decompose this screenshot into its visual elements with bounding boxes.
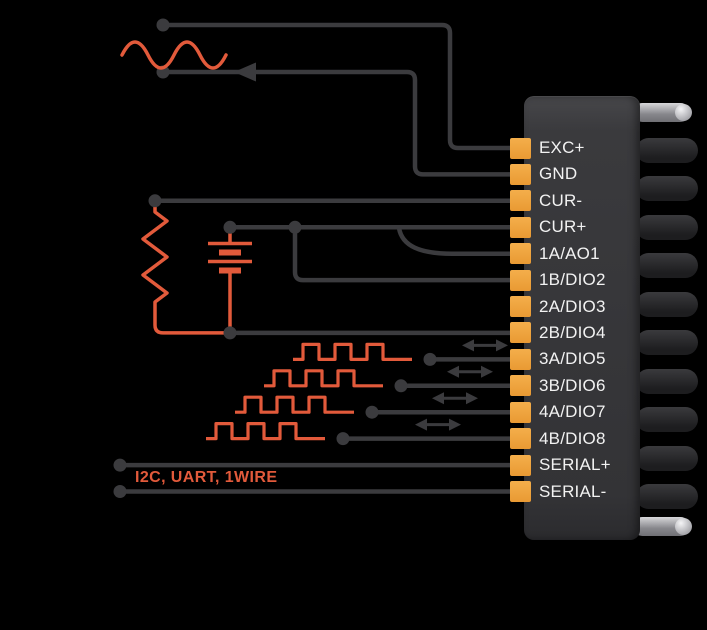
battery-icon — [208, 227, 252, 333]
serial-lines — [113, 458, 522, 498]
connector-pin — [636, 176, 698, 201]
arrow-left-icon — [234, 62, 256, 82]
pin-pad — [510, 190, 531, 212]
pin-label-cur-minus: CUR- — [539, 190, 583, 210]
mounting-pin-bottom — [633, 517, 692, 536]
junction-dot — [148, 194, 162, 208]
pin-label-1a-ao1: 1A/AO1 — [539, 243, 600, 263]
pin-pad — [510, 401, 531, 423]
pin-pad — [510, 296, 531, 317]
current-loop-circuit — [141, 194, 522, 340]
pin-pad — [510, 243, 531, 265]
excitation-circuit — [120, 18, 522, 177]
wire-ao1 — [396, 227, 522, 256]
junction-dot — [394, 379, 408, 393]
sine-wave-icon — [120, 40, 228, 70]
square-wave-icon — [235, 395, 354, 414]
pin-pad — [510, 322, 531, 344]
square-wave-icon — [293, 342, 412, 361]
connector-pin — [636, 137, 698, 163]
pin-label-serial-plus: SERIAL+ — [539, 455, 611, 475]
pin-label-2a-dio3: 2A/DIO3 — [539, 296, 606, 316]
pwm-signals — [206, 339, 522, 446]
connector-pin — [636, 368, 698, 394]
pin-label-exc-plus: EXC+ — [539, 138, 585, 157]
pin-label-serial-minus: SERIAL- — [539, 481, 607, 501]
junction-dot — [223, 326, 237, 340]
pin-pad — [510, 375, 531, 397]
pin-pad — [510, 481, 531, 502]
terminal-dot — [156, 18, 170, 32]
connector-pin — [636, 291, 698, 317]
double-arrow-icon — [415, 418, 461, 431]
resistor-icon — [141, 200, 230, 335]
pin-pad — [510, 137, 531, 159]
pin-label-cur-plus: CUR+ — [539, 217, 587, 237]
pin-pad — [510, 428, 531, 450]
pin-pad — [510, 454, 531, 476]
connector-pin — [636, 407, 698, 432]
wire-exc-plus — [163, 22, 522, 151]
terminal-dot — [113, 485, 127, 498]
connector-pin — [636, 253, 698, 278]
pin-label-4a-dio7: 4A/DIO7 — [539, 402, 606, 422]
serial-protocols-label: I2C, UART, 1WIRE — [135, 469, 278, 486]
double-arrow-icon — [462, 339, 508, 352]
pin-pad — [510, 348, 531, 370]
pin-label-gnd: GND — [539, 164, 578, 184]
junction-dot — [223, 220, 237, 234]
connector-body — [524, 96, 640, 540]
junction-dot — [336, 432, 350, 446]
junction-dot — [423, 352, 437, 366]
pin-label-3b-dio6: 3B/DIO6 — [539, 375, 606, 395]
pin-label-1b-dio2: 1B/DIO2 — [539, 270, 606, 290]
junction-dot — [288, 220, 302, 234]
double-arrow-icon — [447, 365, 493, 378]
pin-label-2b-dio4: 2B/DIO4 — [539, 322, 606, 342]
connector-pin — [636, 445, 698, 471]
connector-pin — [636, 484, 698, 509]
connector-pin — [636, 214, 698, 240]
wire-gnd — [163, 69, 522, 177]
wire-dio2-branch — [292, 227, 522, 283]
square-wave-icon — [264, 369, 383, 388]
pin-pad — [510, 216, 531, 238]
junction-dot — [365, 405, 379, 419]
double-arrow-icon — [432, 392, 478, 405]
terminal-dot — [113, 458, 127, 472]
mounting-pin-top — [633, 103, 692, 122]
connector-pin — [636, 330, 698, 355]
pin-pad — [510, 163, 531, 185]
pin-pad — [510, 269, 531, 291]
pin-label-3a-dio5: 3A/DIO5 — [539, 349, 606, 369]
square-wave-icon — [206, 422, 325, 441]
pin-label-4b-dio8: 4B/DIO8 — [539, 428, 606, 448]
